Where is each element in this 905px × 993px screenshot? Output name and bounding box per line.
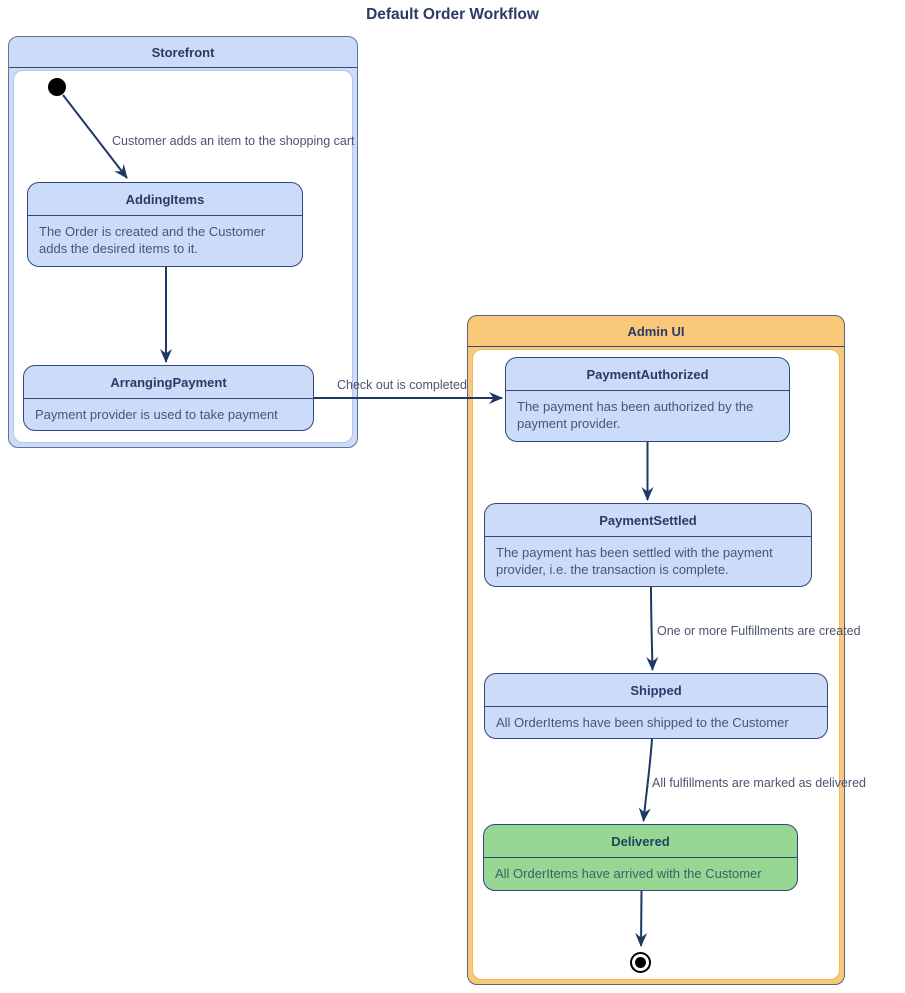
state-delivered-title: Delivered (484, 825, 797, 858)
state-payment-authorized: PaymentAuthorized The payment has been a… (505, 357, 790, 442)
state-payment-settled-description: The payment has been settled with the pa… (496, 545, 773, 578)
state-payment-authorized-description: The payment has been authorized by the p… (517, 399, 754, 432)
transition-label-checkout-completed: Check out is completed (337, 378, 467, 392)
final-state-marker-core (635, 957, 646, 968)
state-shipped-description: All OrderItems have been shipped to the … (496, 715, 789, 730)
state-adding-items-description: The Order is created and the Customer ad… (39, 224, 266, 257)
container-admin-ui-title: Admin UI (468, 316, 844, 347)
state-arranging-payment-description: Payment provider is used to take payment (35, 407, 278, 422)
final-state-marker (630, 952, 651, 973)
state-payment-authorized-title: PaymentAuthorized (506, 358, 789, 391)
state-payment-settled: PaymentSettled The payment has been sett… (484, 503, 812, 587)
initial-state-marker (48, 78, 66, 96)
state-payment-settled-title: PaymentSettled (485, 504, 811, 537)
state-delivered-description: All OrderItems have arrived with the Cus… (495, 866, 762, 881)
state-delivered: Delivered All OrderItems have arrived wi… (483, 824, 798, 891)
transition-label-fulfillments-delivered: All fulfillments are marked as delivered (652, 776, 866, 790)
state-arranging-payment-title: ArrangingPayment (24, 366, 313, 399)
state-shipped: Shipped All OrderItems have been shipped… (484, 673, 828, 739)
state-adding-items-title: AddingItems (28, 183, 302, 216)
transition-label-fulfillments-created: One or more Fulfillments are created (657, 624, 861, 638)
transition-label-customer-adds-item: Customer adds an item to the shopping ca… (112, 134, 355, 148)
state-arranging-payment: ArrangingPayment Payment provider is use… (23, 365, 314, 431)
container-storefront-title: Storefront (9, 37, 357, 68)
state-shipped-title: Shipped (485, 674, 827, 707)
state-adding-items: AddingItems The Order is created and the… (27, 182, 303, 267)
diagram-title: Default Order Workflow (366, 6, 539, 23)
